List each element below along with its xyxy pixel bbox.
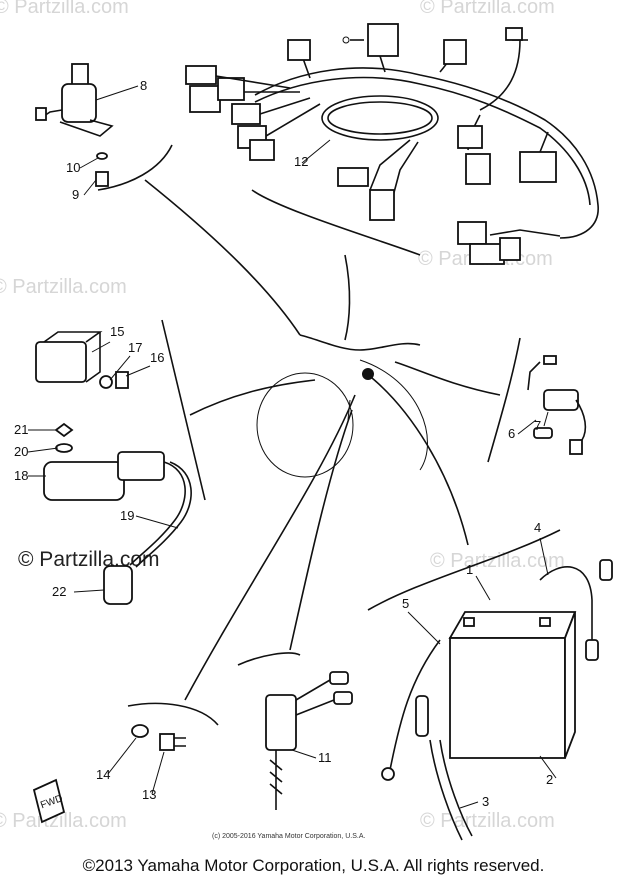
callout-7: 7 <box>534 418 541 433</box>
small-copyright: (c) 2005-2016 Yamaha Motor Corporation, … <box>212 833 365 840</box>
callout-6: 6 <box>508 426 515 441</box>
battery <box>381 559 613 841</box>
watermark-top-right: © Partzilla.com <box>420 0 555 18</box>
watermark-bottom-left: © Partzilla.com <box>0 810 127 832</box>
callout-20: 20 <box>14 444 28 459</box>
callout-4: 4 <box>534 520 541 535</box>
callout-16: 16 <box>150 350 164 365</box>
leader-lines <box>144 179 501 701</box>
callout-leaders <box>27 85 557 809</box>
main-switch <box>35 63 114 187</box>
callout-10: 10 <box>66 160 80 175</box>
callout-3: 3 <box>482 794 489 809</box>
callout-21: 21 <box>14 422 28 437</box>
footer-copyright: ©2013 Yamaha Motor Corporation, U.S.A. A… <box>82 856 545 875</box>
harness-connector-cluster-right <box>457 114 561 265</box>
watermark-lower-right: © Partzilla.com <box>430 550 565 572</box>
watermark-bottom-right: © Partzilla.com <box>420 810 555 832</box>
callout-labels: 1 2 3 4 5 6 7 8 9 10 11 12 13 14 15 16 1… <box>14 78 553 809</box>
callout-1: 1 <box>466 562 473 577</box>
group-brackets <box>97 144 561 726</box>
callout-19: 19 <box>120 508 134 523</box>
callout-12: 12 <box>294 154 308 169</box>
watermark-top-left: © Partzilla.com <box>0 0 129 18</box>
callout-14: 14 <box>96 767 110 782</box>
neutral-switch <box>265 671 353 810</box>
frame-outline <box>256 334 428 478</box>
callout-15: 15 <box>110 324 124 339</box>
diode-assembly <box>527 355 587 455</box>
callout-2: 2 <box>546 772 553 787</box>
callout-11: 11 <box>318 750 332 765</box>
callout-13: 13 <box>142 787 156 802</box>
wire-harness <box>185 23 599 265</box>
fwd-arrow: FWD <box>32 778 66 824</box>
callout-8: 8 <box>140 78 147 93</box>
callout-17: 17 <box>128 340 142 355</box>
callout-9: 9 <box>72 187 79 202</box>
bolt-washer <box>131 724 186 751</box>
harness-connector-cluster-left <box>185 65 321 161</box>
harness-connector-cluster-center <box>337 139 419 221</box>
voltage-regulator <box>35 331 129 389</box>
watermark-mid-left: © Partzilla.com <box>0 276 127 298</box>
callout-22: 22 <box>52 584 66 599</box>
callout-18: 18 <box>14 468 28 483</box>
ignition-coil-group <box>43 422 192 605</box>
callout-5: 5 <box>402 596 409 611</box>
